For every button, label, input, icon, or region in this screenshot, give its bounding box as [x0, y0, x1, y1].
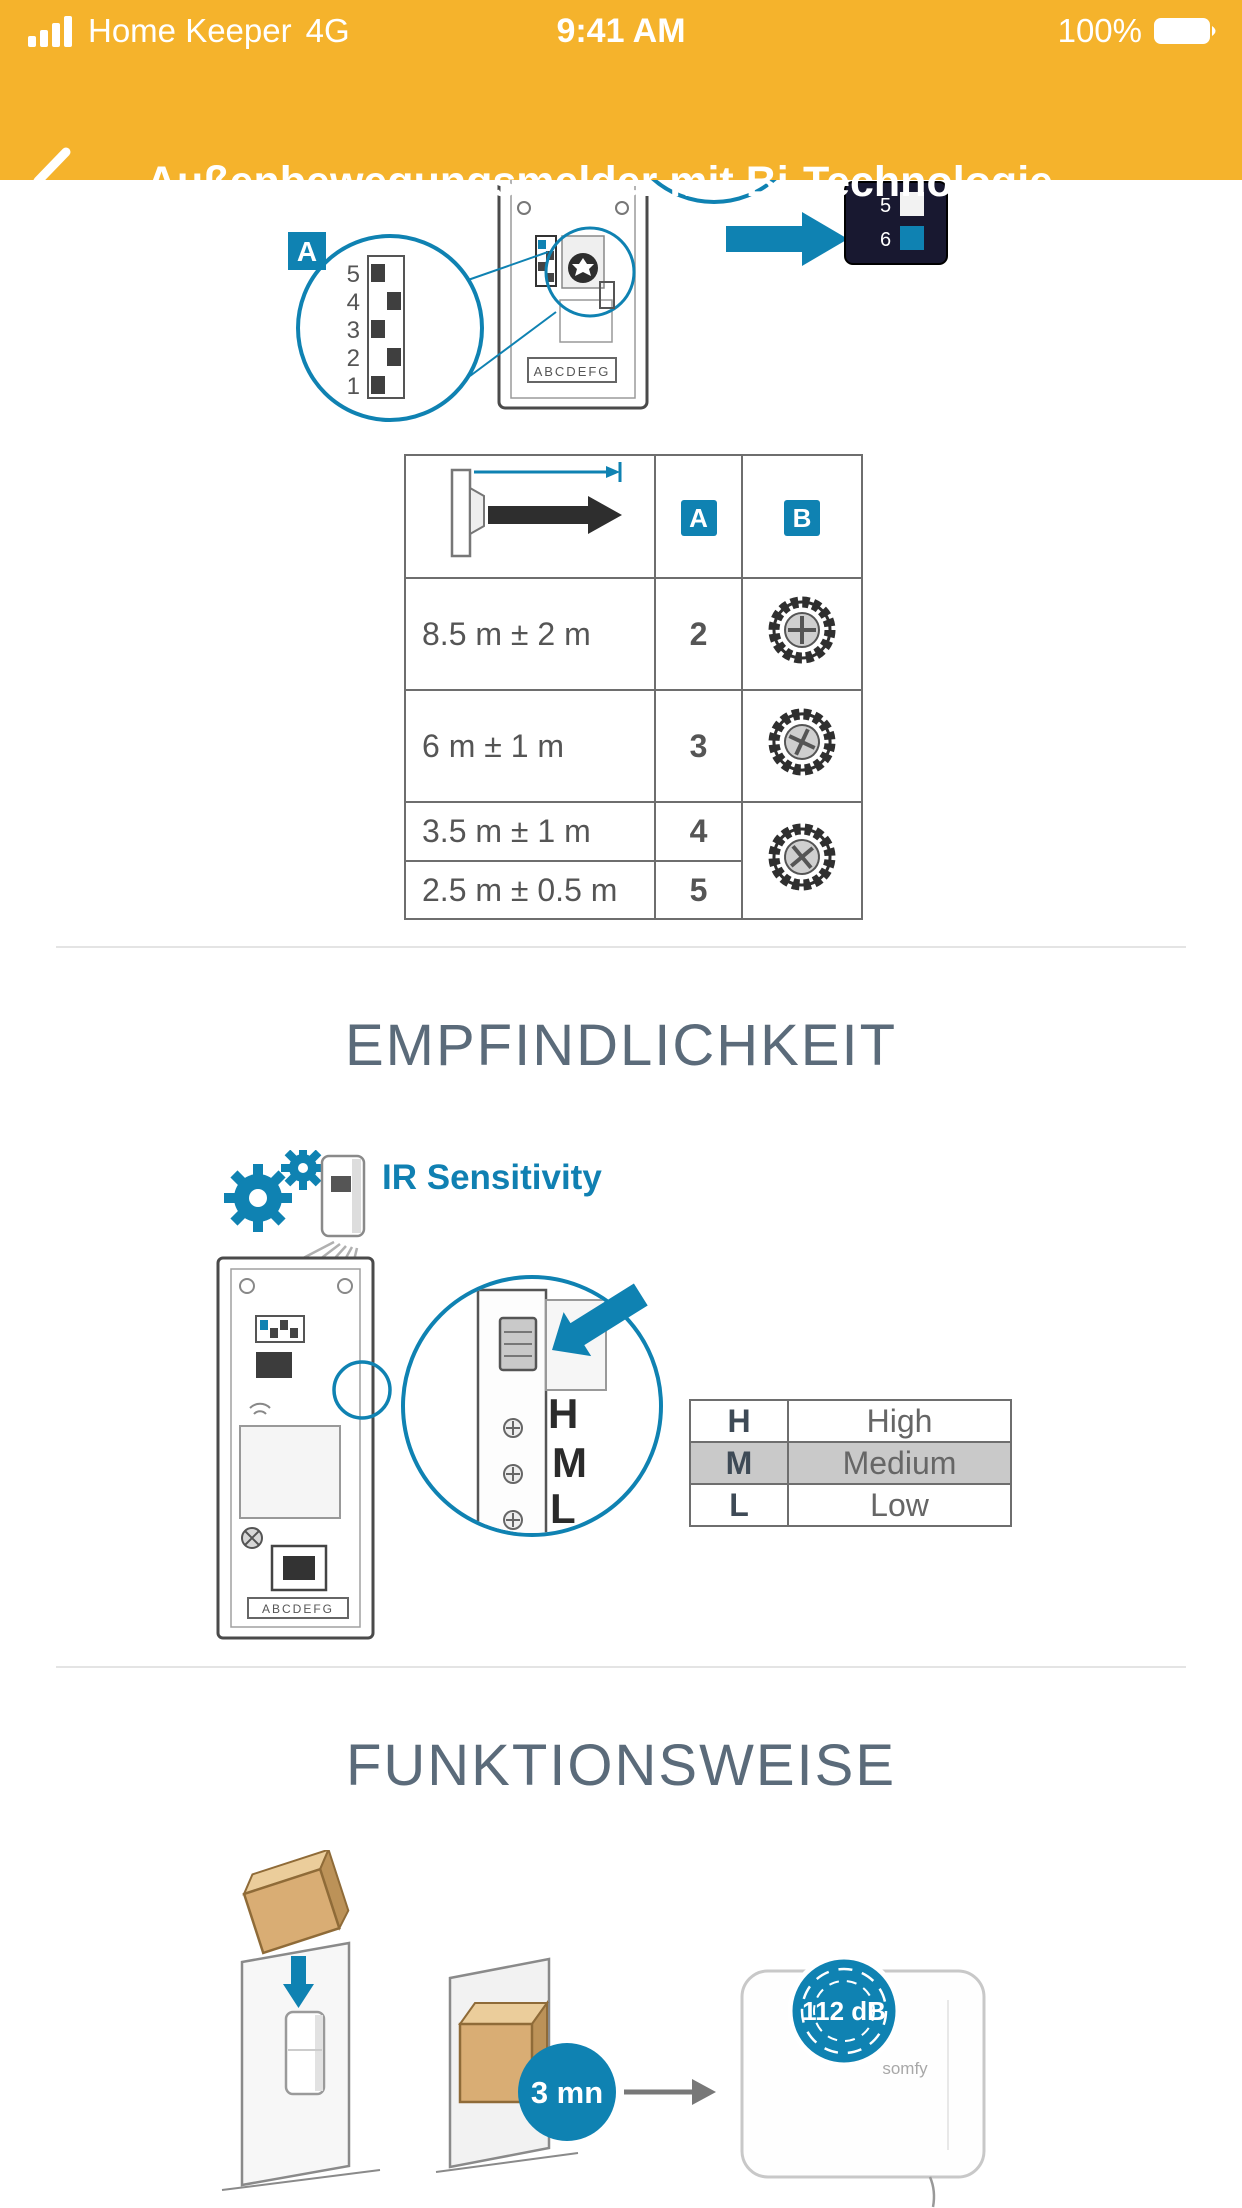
antenna-wire — [928, 2176, 936, 2208]
arrow-down-icon — [283, 1956, 314, 2008]
siren-badge: 112 dB — [787, 1954, 901, 2068]
arrow-to-slider-icon — [552, 1283, 648, 1357]
column-b-badge: B — [784, 499, 820, 536]
connector-labels: ABCDEFG — [262, 1602, 334, 1616]
clock: 9:41 AM — [556, 11, 686, 50]
callout-a-badge — [288, 232, 326, 270]
switch-position: 5 — [654, 860, 743, 920]
dip-number: 1 — [347, 373, 360, 400]
section-heading-sensitivity: EMPFINDLICHKEIT — [344, 1013, 898, 1078]
switch-letter-h: H — [548, 1390, 578, 1437]
table-row-selected: M Medium — [689, 1441, 1012, 1485]
sensitivity-key: L — [689, 1483, 789, 1527]
section-heading-operation: FUNKTIONSWEISE — [345, 1733, 897, 1798]
table-row: 6 m ± 1 m 3 — [404, 689, 863, 803]
table-row: H High — [689, 1399, 1012, 1443]
dip-block-number: 6 — [880, 229, 891, 251]
wall-sensor — [284, 2010, 326, 2096]
sensitivity-value: Medium — [787, 1441, 1012, 1485]
screw-callout-circle — [544, 226, 636, 318]
callout-a-label: A — [297, 236, 317, 267]
range-dial-icon — [768, 823, 836, 890]
column-a-badge: A — [680, 499, 717, 536]
app-header: Home Keeper 4G 9:41 AM 100% Außenbewegun… — [0, 0, 1242, 215]
settings-gears-icon — [224, 1150, 325, 1232]
arrow-right-icon — [726, 212, 848, 266]
dip-number: 3 — [347, 317, 360, 344]
sensitivity-value: High — [787, 1399, 1012, 1443]
sensitivity-zoom-circle: H M L — [401, 1275, 663, 1537]
dip-number: 2 — [347, 345, 360, 372]
range-value: 2.5 m ± 0.5 m — [404, 860, 656, 920]
table-row: L Low — [689, 1483, 1012, 1527]
timer-badge: 3 mn — [518, 2043, 616, 2141]
device-internal-diagram: ABCDEFG — [216, 1256, 392, 1640]
connector-labels: ABCDEFG — [534, 364, 611, 379]
switch-position: 4 — [654, 801, 743, 862]
range-value: 6 m ± 1 m — [404, 689, 656, 803]
range-dip-switch-diagram: ABCDEFG 5 4 3 2 1 A — [288, 180, 948, 422]
table-row: 3.5 m ± 1 m 4 — [404, 801, 863, 920]
switch-position: 3 — [654, 689, 743, 803]
table-row: 2.5 m ± 0.5 m 5 — [404, 860, 862, 920]
back-chevron-icon — [33, 147, 71, 215]
table-header-row: A B — [404, 454, 863, 579]
table-row: 8.5 m ± 2 m 2 — [404, 577, 863, 691]
range-dial-icon — [768, 708, 836, 776]
switch-letter-l: L — [550, 1485, 576, 1532]
back-button[interactable] — [30, 146, 78, 220]
operation-diagram: 3 mn somfy 112 dB — [221, 1850, 986, 2208]
sensitivity-legend-table: H High M Medium L Low — [689, 1399, 1012, 1527]
sensor-device-icon — [320, 1154, 366, 1238]
network-type-label: 4G — [305, 12, 350, 49]
zoom-source-circle — [332, 1360, 392, 1420]
range-arrow-icon — [450, 461, 622, 557]
siren-level-label: 112 dB — [802, 1996, 886, 2026]
nav-bar: Außenbewegungsmelder mit Bi-Technologie — [0, 62, 1242, 215]
dip-block-number: 5 — [880, 195, 891, 217]
brand-label: somfy — [882, 2059, 928, 2078]
section-divider — [56, 1666, 1186, 1668]
wall-with-sensor — [221, 1941, 381, 2191]
battery-percent: 100% — [1057, 12, 1142, 49]
device-outline: ABCDEFG — [497, 180, 649, 410]
switch-letter-m: M — [552, 1439, 587, 1486]
dip-number: 5 — [347, 261, 360, 288]
intruder-box-falling — [242, 1850, 350, 1955]
signal-strength-icon — [28, 16, 72, 47]
range-value: 3.5 m ± 1 m — [404, 801, 656, 862]
timer-label: 3 mn — [531, 2075, 603, 2110]
section-divider — [56, 946, 1186, 948]
callout-circle-a: 5 4 3 2 1 A — [288, 232, 484, 422]
arrow-right-gray-icon — [624, 2079, 716, 2105]
sensitivity-key: H — [689, 1399, 789, 1443]
range-dial-icon — [768, 596, 836, 664]
status-bar: Home Keeper 4G 9:41 AM 100% — [0, 0, 1242, 62]
sensitivity-value: Low — [787, 1483, 1012, 1527]
ir-sensitivity-label: IR Sensitivity — [382, 1158, 602, 1197]
dip-number: 4 — [347, 289, 360, 316]
dip-switch-block: 5 6 — [844, 181, 948, 265]
switch-position: 2 — [654, 577, 743, 691]
sensitivity-key: M — [689, 1441, 789, 1485]
ir-sensitivity-diagram: ABCDEFG — [216, 1150, 663, 1640]
battery-icon — [1154, 18, 1216, 44]
page-title: Außenbewegungsmelder mit Bi-Technologie — [146, 158, 1054, 206]
carrier-label: Home Keeper — [88, 12, 292, 49]
detection-range-table: A B 8.5 m ± 2 m 2 — [404, 454, 863, 920]
alarm-hub: somfy 112 dB — [740, 1954, 986, 2208]
range-value: 8.5 m ± 2 m — [404, 577, 656, 691]
manual-page-content[interactable]: ABCDEFG 5 4 3 2 1 A — [0, 180, 1242, 2208]
